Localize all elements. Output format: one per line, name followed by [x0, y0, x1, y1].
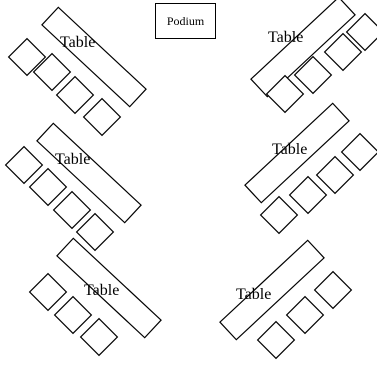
- table-3-shape: [56, 237, 162, 339]
- chair: [4, 145, 44, 185]
- table-5-shape: [244, 102, 350, 204]
- chair: [32, 52, 72, 92]
- podium: Podium: [155, 3, 216, 39]
- chair: [7, 37, 47, 77]
- table-4-label: Table: [268, 29, 304, 46]
- chair: [340, 132, 377, 172]
- chair: [345, 12, 377, 52]
- table-2-label: Table: [55, 151, 91, 168]
- podium-label: Podium: [166, 13, 205, 28]
- chair: [288, 175, 328, 215]
- chair: [28, 167, 68, 207]
- table-5-label: Table: [272, 141, 308, 158]
- table-6-shape: [219, 239, 325, 341]
- chair: [265, 74, 305, 114]
- chair: [75, 212, 115, 252]
- chair: [259, 195, 299, 235]
- table-6-label: Table: [236, 286, 272, 303]
- chair: [293, 55, 333, 95]
- chair: [28, 272, 68, 312]
- chair: [82, 97, 122, 137]
- chair: [323, 32, 363, 72]
- table-3-label: Table: [84, 282, 120, 299]
- table-1-label: Table: [60, 34, 96, 51]
- chair: [256, 320, 296, 360]
- table-2-shape: [36, 122, 142, 224]
- chair: [285, 295, 325, 335]
- chair: [79, 317, 119, 357]
- chair: [52, 190, 92, 230]
- table-4-shape: [250, 0, 356, 98]
- chair: [313, 270, 353, 310]
- chair: [53, 295, 93, 335]
- chair: [55, 75, 95, 115]
- table-1-shape: [41, 6, 147, 108]
- chair: [315, 155, 355, 195]
